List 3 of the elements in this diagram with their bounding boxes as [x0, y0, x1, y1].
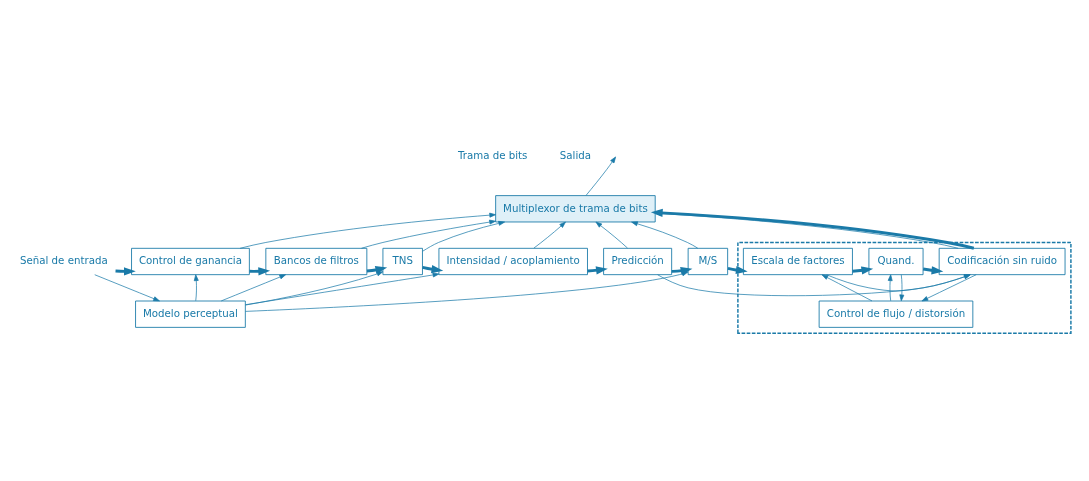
node-text: Señal de entrada — [19, 253, 108, 266]
label: Salida — [559, 148, 592, 161]
label: Trama de bits — [457, 148, 528, 161]
